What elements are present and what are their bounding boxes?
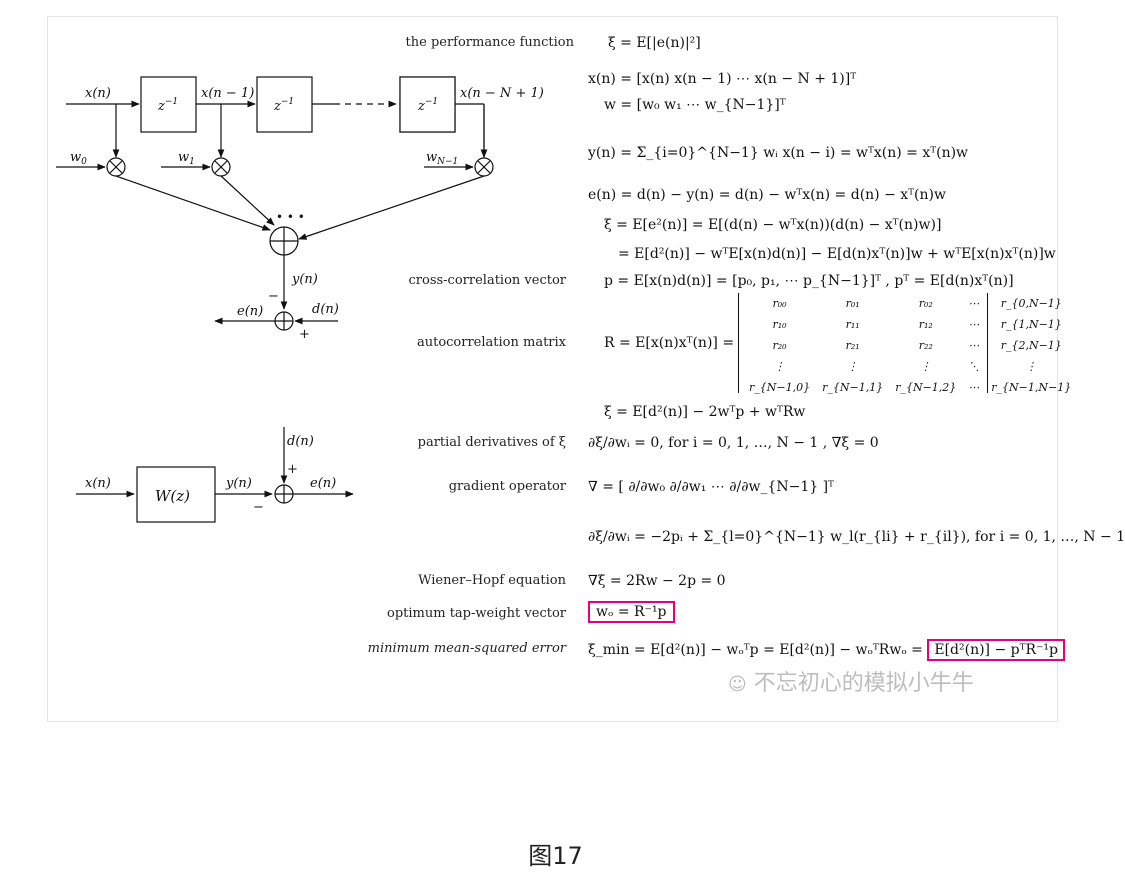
matrix-cell: r_{N−1,N−1} [991,381,1072,394]
label-zinv-2: z−1 [273,97,294,114]
eq-mmse-boxed: E[d²(n)] − pᵀR⁻¹p [927,639,1065,661]
eq-mmse: ξ_min = E[d²(n)] − wₒᵀp = E[d²(n)] − wₒᵀ… [588,639,1065,661]
matrix-cell: r_{1,N−1} [1000,318,1062,331]
matrix-cell: ⋯ [968,339,980,352]
summation [115,175,338,331]
matrix-cell: r_{0,N−1} [1000,297,1062,310]
label-gradient-operator: gradient operator [448,479,566,494]
label-minus-2: − [253,500,264,515]
matrix-cell: r₂₂ [918,339,933,352]
eq-mse-2: = E[d²(n)] − wᵀE[x(n)d(n)] − E[d(n)xᵀ(n)… [618,246,1056,262]
label-yn: y(n) [291,272,318,287]
matrix-cell: r₁₀ [772,318,787,331]
matrix-cell: r₂₀ [772,339,787,352]
label-dn: d(n) [312,302,339,317]
label-xn1: x(n − 1) [201,86,254,101]
watermark-text: 不忘初心的模拟小牛牛 [753,671,974,696]
matrix-row: r₂₀ r₂₁ r₂₂ ⋯ r_{2,N−1} [743,335,1077,356]
label-minus: − [268,289,279,304]
eq-mse-1: ξ = E[e²(n)] = E[(d(n) − wᵀx(n))(d(n) − … [604,217,942,233]
svg-text:z−1: z−1 [417,97,438,114]
matrix-cell: r₂₁ [845,339,860,352]
eq-autocorrelation: R = E[x(n)xᵀ(n)] = [604,335,735,351]
eq-wiener-hopf: ∇ξ = 2Rw − 2p = 0 [588,573,726,589]
matrix-row: r₁₀ r₁₁ r₁₂ ⋯ r_{1,N−1} [743,314,1077,335]
label-dn-2: d(n) [287,434,314,449]
eq-gradient-operator: ∇ = [ ∂/∂w₀ ∂/∂w₁ ⋯ ∂/∂w_{N−1} ]ᵀ [588,479,834,495]
matrix-row: r_{N−1,0} r_{N−1,1} r_{N−1,2} ⋯ r_{N−1,N−1} [743,377,1077,398]
label-mmse: minimum mean-squared error [367,641,566,656]
delay-block-2 [256,76,313,133]
matrix-cell: r_{N−1,0} [749,381,811,394]
label-w0: w0 [70,150,87,167]
figure-caption: 图17 [528,842,583,870]
matrix-cell: ⋱ [968,360,980,373]
matrix-cell: ⋮ [1025,360,1037,373]
matrix-table: r₀₀ r₀₁ r₀₂ ⋯ r_{0,N−1} r₁₀ r₁₁ r₁₂ ⋯ r_{1,N−1} r₂… [743,293,1077,398]
label-yn-2: y(n) [225,476,252,491]
label-wz: W(z) [155,487,190,505]
eq-optimum-tap-weight: wₒ = R⁻¹p [588,601,675,623]
matrix-cell: ⋮ [774,360,786,373]
matrix-cell: r₁₁ [845,318,860,331]
adaptive-filter-diagram: x(n) x(n − 1) z−1 z−1 w0 w1 • • • y(n) −… [56,76,488,523]
autocorrelation-matrix: r₀₀ r₀₁ r₀₂ ⋯ r_{0,N−1} r₁₀ r₁₁ r₁₂ ⋯ r_{1,N−1} r₂… [738,293,1071,394]
eq-y-output: y(n) = Σ_{i=0}^{N−1} wᵢ x(n − i) = wᵀx(n… [588,145,969,161]
label-xn: x(n) [85,86,111,101]
matrix-cell: ⋯ [968,318,980,331]
label-plus: + [299,327,310,342]
label-w1: w1 [178,150,195,167]
wechat-icon: ☺ [728,674,747,695]
matrix-cell: ⋯ [968,297,980,310]
label-plus-2: + [287,462,298,477]
label-optimum-tap-weight: optimum tap-weight vector [387,606,566,621]
eq-error: e(n) = d(n) − y(n) = d(n) − wᵀx(n) = d(n… [588,187,946,203]
matrix-cell: r₀₀ [772,297,787,310]
matrix-cell: r_{N−1,1} [822,381,884,394]
wz-system [76,427,354,523]
label-autocorrelation: autocorrelation matrix [416,335,566,350]
label-performance-function: the performance function [405,35,574,50]
label-en: e(n) [237,304,263,319]
eq-x-vector: x(n) = [x(n) x(n − 1) ⋯ x(n − N + 1)]ᵀ [588,71,857,87]
eq-cross-correlation: p = E[x(n)d(n)] = [p₀, p₁, ⋯ p_{N−1}]ᵀ ,… [604,273,1014,289]
eq-gradient-expanded: ∂ξ/∂wᵢ = −2pᵢ + Σ_{l=0}^{N−1} w_l(r_{li}… [588,529,1125,545]
matrix-cell: r_{N−1,2} [895,381,957,394]
label-en-2: e(n) [310,476,336,491]
matrix-cell: ⋮ [847,360,859,373]
watermark: ☺ 不忘初心的模拟小牛牛 [728,665,974,697]
label-wN1: wN−1 [426,150,458,167]
wz-block [136,466,216,523]
figure-panel: x(n) x(n − 1) z−1 z−1 w0 w1 • • • y(n) −… [47,16,1125,722]
eq-mse-quadratic: ξ = E[d²(n)] − 2wᵀp + wᵀRw [604,404,806,420]
dots: • • • [276,210,305,224]
eq-w-vector: w = [w₀ w₁ ⋯ w_{N−1}]ᵀ [604,97,786,113]
label-wiener-hopf: Wiener–Hopf equation [418,573,566,588]
eq-mmse-head: ξ_min = E[d²(n)] − wₒᵀp = E[d²(n)] − wₒᵀ… [588,642,923,658]
matrix-cell: r₁₂ [918,318,933,331]
matrix-cell: r₀₂ [918,297,933,310]
label-partial-derivatives: partial derivatives of ξ [417,435,566,450]
label-zinv-1: z−1 [157,97,178,114]
matrix-cell: ⋯ [968,381,980,394]
matrix-cell: r_{2,N−1} [1000,339,1062,352]
matrix-cell: r₀₁ [845,297,860,310]
eq-partial-derivatives: ∂ξ/∂wᵢ = 0, for i = 0, 1, …, N − 1 , ∇ξ … [588,435,879,451]
eq-performance-function: ξ = E[|e(n)|²] [608,35,701,51]
matrix-row: r₀₀ r₀₁ r₀₂ ⋯ r_{0,N−1} [743,293,1077,314]
label-xn-2: x(n) [85,476,111,491]
label-xnN1: x(n − N + 1) [460,86,544,101]
matrix-row: ⋮ ⋮ ⋮ ⋱ ⋮ [743,356,1077,377]
matrix-cell: ⋮ [920,360,932,373]
adaptive-filter-diagram-right: z−1 x(n − N + 1) wN−1 [298,76,544,240]
label-cross-correlation: cross-correlation vector [408,273,567,288]
